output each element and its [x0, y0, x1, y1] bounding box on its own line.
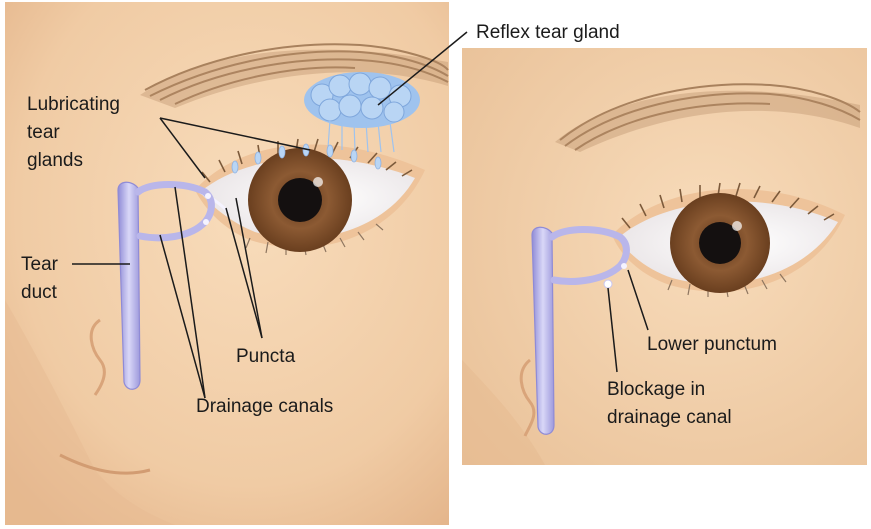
right-panel: Lower punctum Blockage in drainage canal [462, 48, 867, 465]
right-eye-highlight [732, 221, 742, 231]
lower-punctum-left [203, 219, 209, 225]
label-drainage-canals: Drainage canals [196, 396, 333, 417]
left-eye-highlight [313, 177, 323, 187]
label-lubricating-line3: glands [27, 150, 83, 171]
label-lubricating-line2: tear [27, 122, 60, 143]
label-tear-duct-line2: duct [21, 282, 58, 303]
label-blockage-line1: Blockage in [607, 379, 705, 400]
blockage [604, 280, 612, 288]
label-blockage-line2: drainage canal [607, 407, 732, 428]
label-tear-duct-line1: Tear [21, 254, 59, 275]
upper-punctum [205, 193, 211, 199]
lower-punctum-right [621, 263, 627, 269]
label-reflex-tear-gland: Reflex tear gland [476, 22, 620, 43]
label-lubricating-line1: Lubricating [27, 94, 120, 115]
label-puncta: Puncta [236, 346, 296, 367]
label-lower-punctum: Lower punctum [647, 334, 777, 355]
